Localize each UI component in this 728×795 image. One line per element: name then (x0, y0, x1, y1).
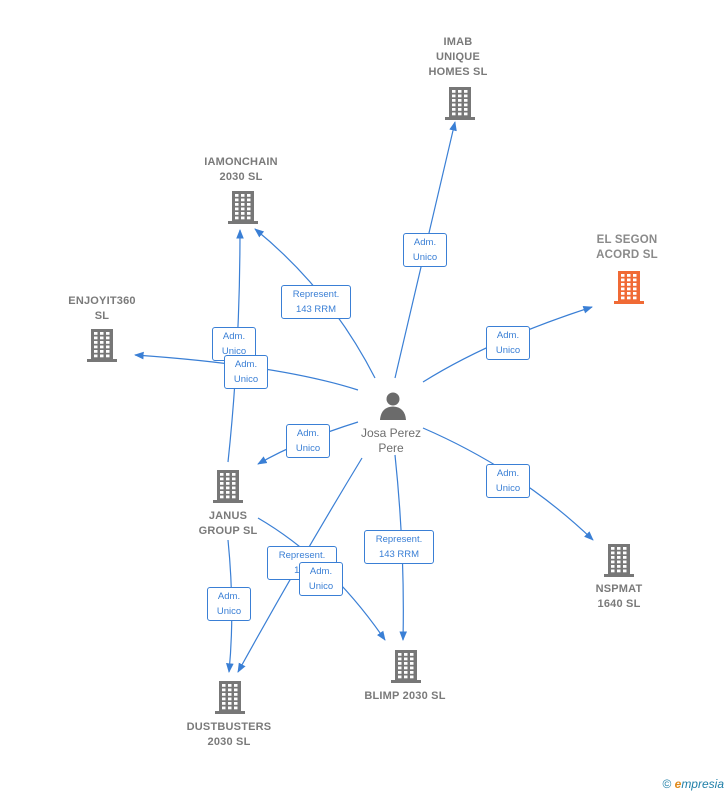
company-label-enjoyit[interactable]: ENJOYIT360 SL (68, 295, 136, 322)
edge-label-janus-dust[interactable]: Adm. Unico (207, 587, 251, 621)
edge-label-enjoyit[interactable]: Adm. Unico (224, 355, 268, 389)
building-icon-dustbusters[interactable] (214, 680, 246, 719)
company-label-blimp[interactable]: BLIMP 2030 SL (364, 690, 446, 702)
company-label-janus[interactable]: JANUS GROUP SL (198, 510, 258, 537)
company-label-imab[interactable]: IMAB UNIQUE HOMES SL (428, 36, 488, 78)
building-icon-nspmat[interactable] (603, 543, 635, 582)
building-icon-janus[interactable] (212, 469, 244, 508)
edge-label-nspmat[interactable]: Adm. Unico (486, 464, 530, 498)
company-label-nspmat[interactable]: NSPMAT 1640 SL (595, 583, 643, 610)
edge-label-janus-blimp[interactable]: Adm. Unico (299, 562, 343, 596)
copyright-icon: © (662, 777, 672, 791)
company-label-dustbusters[interactable]: DUSTBUSTERS 2030 SL (186, 721, 272, 748)
brand-footer: © empresia (662, 777, 724, 791)
company-label-el-segon[interactable]: EL SEGON ACORD SL (596, 234, 658, 261)
brand-name: mpresia (681, 777, 724, 791)
building-icon-enjoyit[interactable] (86, 328, 118, 367)
building-icon-blimp[interactable] (390, 649, 422, 688)
building-icon-imab[interactable] (444, 86, 476, 125)
building-icon-iamonchain[interactable] (227, 190, 259, 229)
edge-label-iamonchain[interactable]: Represent. 143 RRM (281, 285, 351, 319)
person-icon[interactable] (378, 390, 408, 425)
company-label-iamonchain[interactable]: IAMONCHAIN 2030 SL (204, 156, 278, 183)
edge-label-elsegon[interactable]: Adm. Unico (486, 326, 530, 360)
person-name[interactable]: Josa Perez Pere (360, 426, 422, 455)
edge-label-imab[interactable]: Adm. Unico (403, 233, 447, 267)
brand-logo-letter: e (674, 777, 682, 791)
edge-label-blimp-represent[interactable]: Represent. 143 RRM (364, 530, 434, 564)
edge-label-janus[interactable]: Adm. Unico (286, 424, 330, 458)
building-icon-el-segon[interactable] (613, 270, 645, 309)
